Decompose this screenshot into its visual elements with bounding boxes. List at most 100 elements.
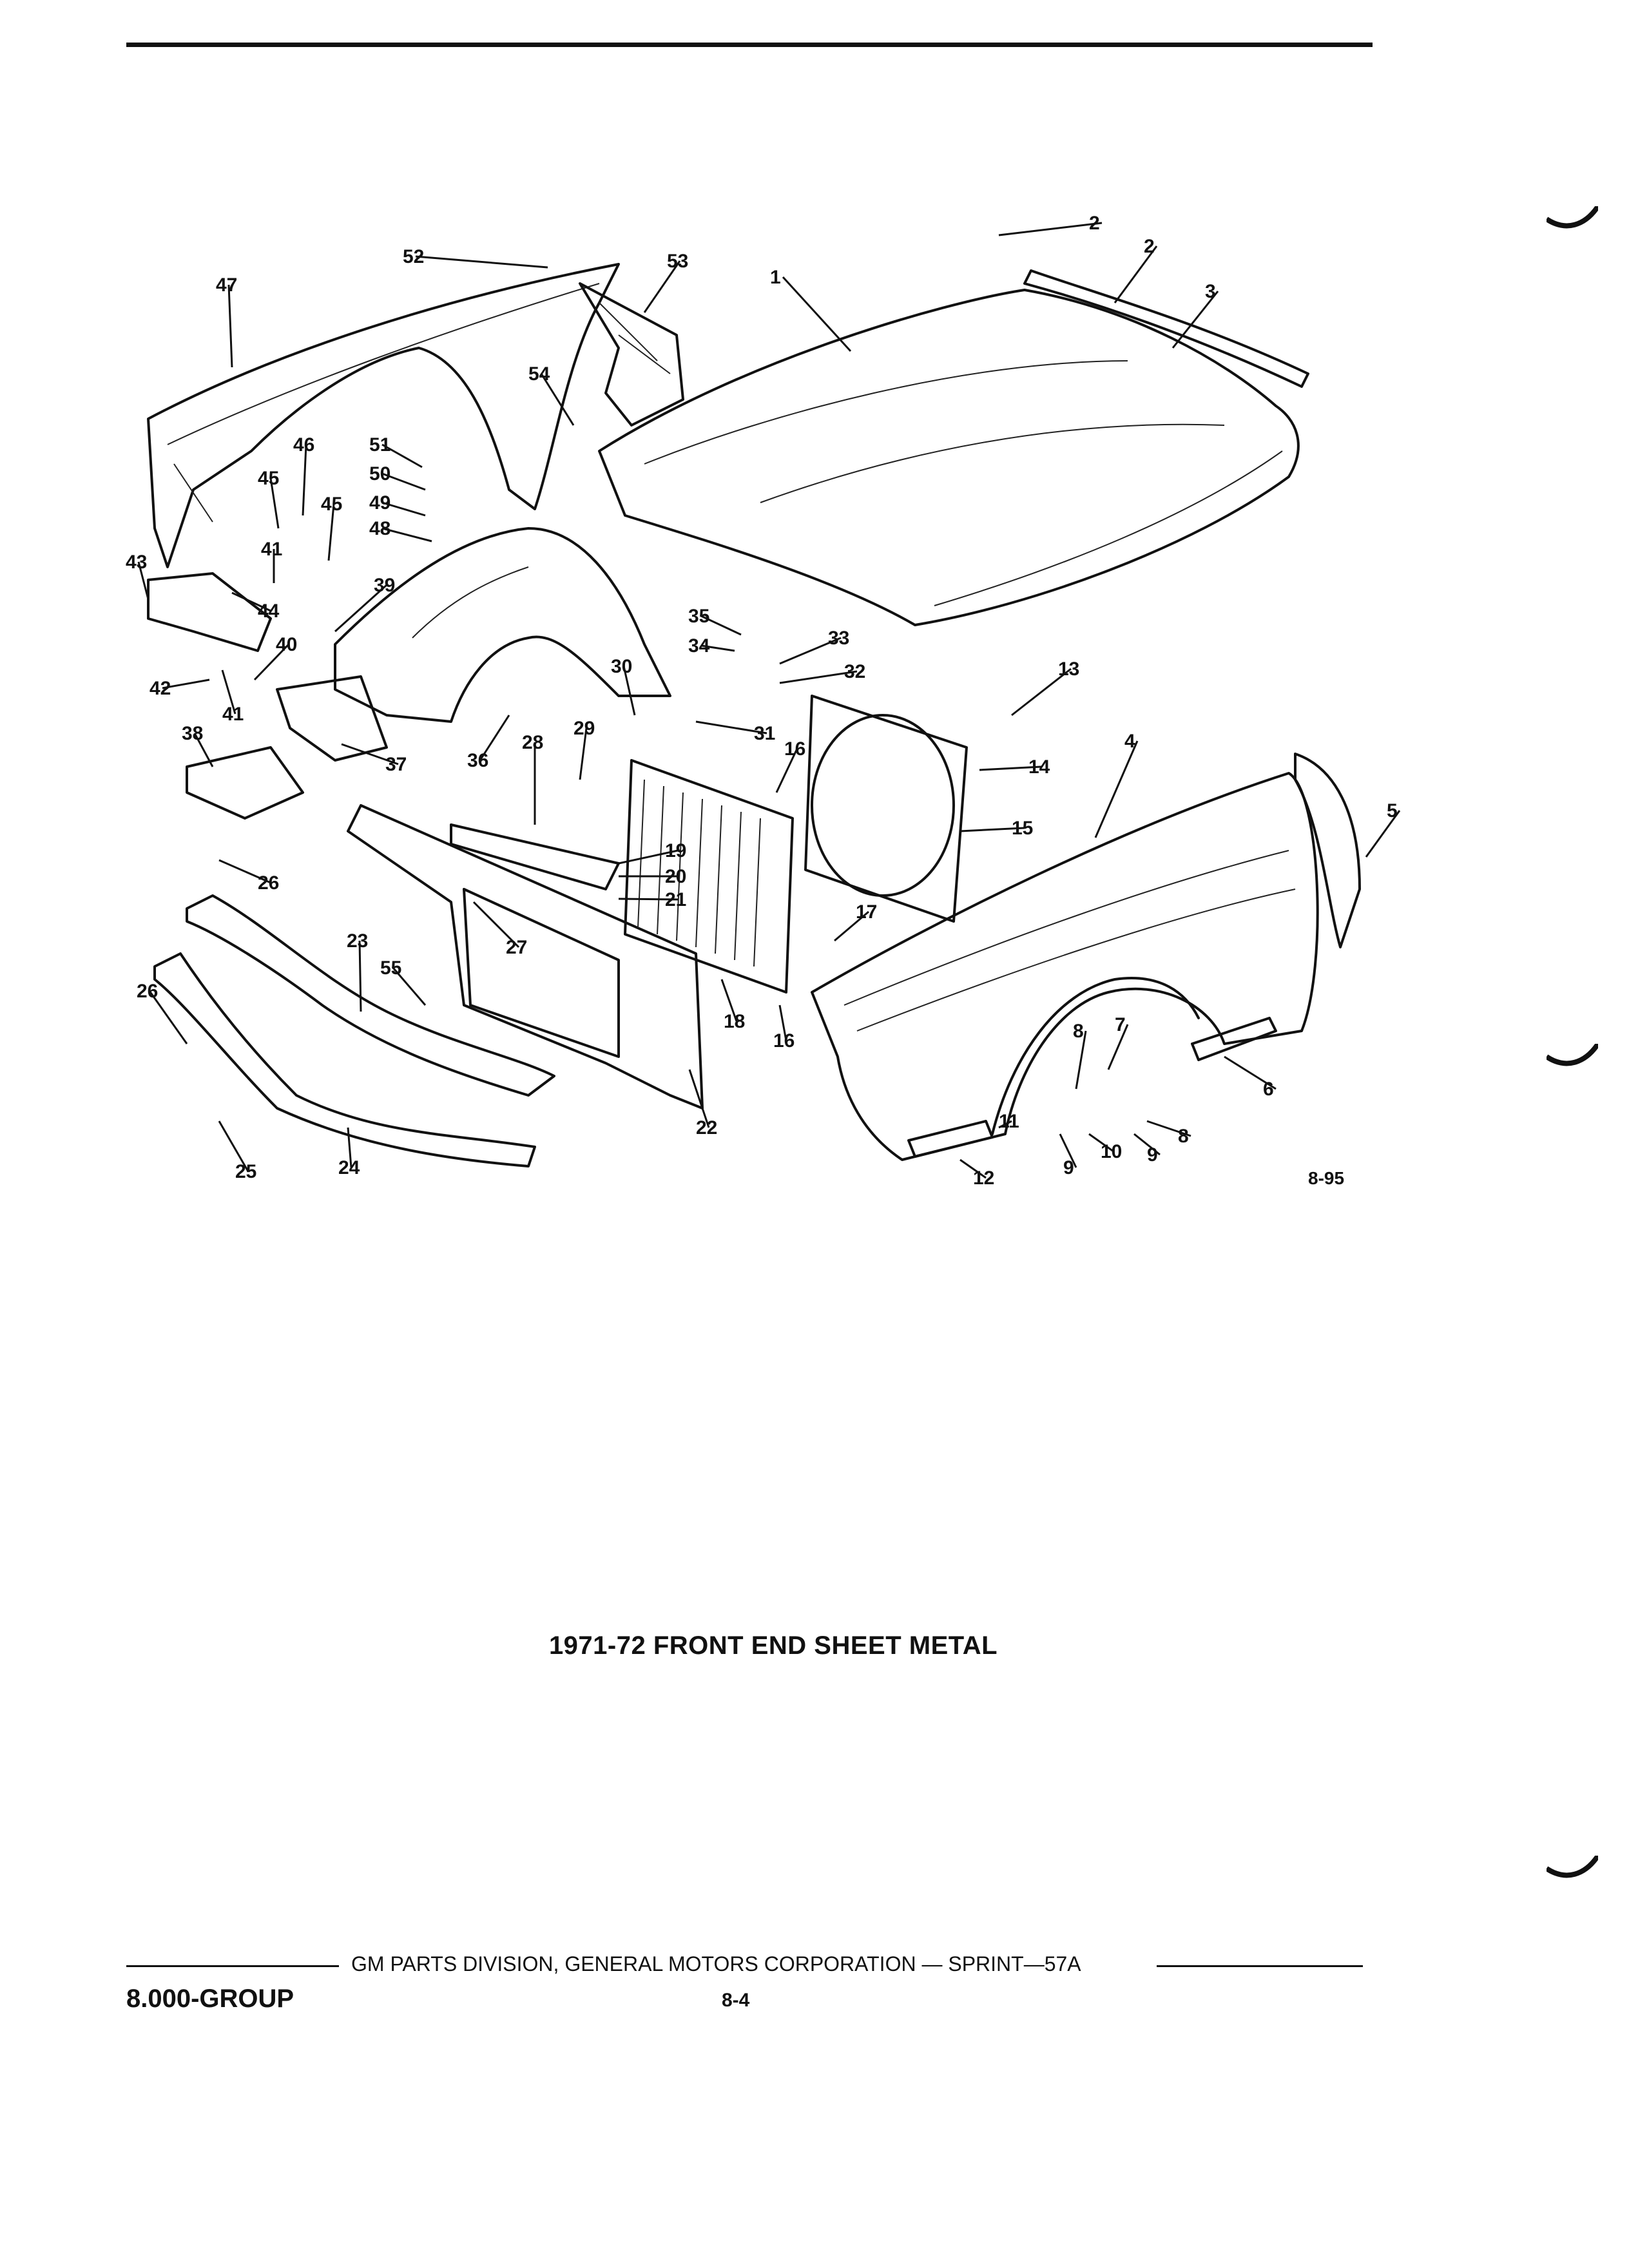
callout-45: 45 [321, 494, 342, 515]
callout-25: 25 [235, 1161, 256, 1182]
bracket-43 [147, 572, 272, 652]
callout-leader-47 [227, 284, 233, 368]
callout-6: 6 [1263, 1079, 1274, 1100]
callout-9: 9 [1147, 1144, 1158, 1166]
callout-26: 26 [137, 981, 158, 1002]
figure-id: 8-95 [1308, 1168, 1344, 1188]
radiator-support [347, 804, 704, 1110]
hood-seal-strip [1023, 269, 1309, 388]
footer-rule-left [126, 1965, 339, 1967]
margin-mark-bottom [1547, 1856, 1598, 1878]
callout-leader-49 [381, 501, 426, 517]
callout-leader-8 [1146, 1120, 1191, 1137]
callout-leader-26 [218, 859, 271, 884]
callout-37: 37 [385, 754, 407, 775]
rocker-molding [1191, 1017, 1277, 1061]
callout-leader-41 [221, 669, 236, 715]
callout-49: 49 [369, 492, 390, 514]
callout-leader-45 [269, 477, 280, 529]
callout-45: 45 [258, 468, 279, 489]
hood-panel [598, 289, 1300, 626]
callout-leader-3 [1171, 291, 1219, 349]
callout-39: 39 [374, 575, 395, 596]
right-fender [811, 772, 1319, 1161]
fender-rear-seal [1294, 753, 1361, 948]
callout-36: 36 [467, 750, 488, 771]
callout-17: 17 [856, 901, 877, 923]
callout-48: 48 [369, 518, 390, 539]
callout-leader-24 [347, 1127, 352, 1168]
callout-leader-29 [579, 727, 588, 780]
top-rule [126, 43, 1373, 47]
callout-2: 2 [1144, 236, 1155, 257]
callout-52: 52 [403, 246, 424, 267]
inner-fender-skirt [334, 527, 671, 723]
callout-23: 23 [347, 930, 368, 952]
callout-leader-2 [1113, 245, 1158, 303]
callout-1: 1 [770, 267, 781, 288]
callout-leader-37 [341, 743, 399, 765]
callout-leader-55 [392, 967, 427, 1006]
left-fender [147, 263, 620, 568]
callout-leader-35 [700, 615, 742, 636]
splash-shield-37 [276, 675, 388, 762]
callout-50: 50 [369, 463, 390, 485]
callout-leader-14 [979, 765, 1042, 771]
callout-44: 44 [258, 601, 280, 622]
figure-caption: 1971-72 FRONT END SHEET METAL [548, 1631, 998, 1660]
callout-labels: 1223456788991011121314151616171819202122… [126, 213, 1401, 1189]
callout-28: 28 [522, 732, 543, 753]
callout-20: 20 [665, 866, 686, 887]
callout-leader-2 [998, 222, 1103, 236]
callout-leader-32 [779, 670, 858, 684]
callout-leader-9 [1059, 1133, 1077, 1168]
callout-leader-45 [327, 503, 335, 561]
callout-leader-15 [959, 827, 1025, 832]
group-label: 8.000-GROUP [126, 1984, 294, 2013]
callout-5: 5 [1387, 800, 1398, 822]
footer-rule-right [1157, 1965, 1363, 1967]
callout-54: 54 [528, 363, 550, 385]
callout-18: 18 [724, 1011, 745, 1032]
callout-leader-40 [253, 643, 290, 681]
callout-leader-52 [415, 255, 548, 269]
splash-shield-38 [186, 746, 304, 820]
callout-31: 31 [754, 723, 775, 744]
callout-leader-31 [695, 720, 767, 735]
callout-7: 7 [1115, 1014, 1126, 1035]
callout-leader-5 [1365, 810, 1401, 858]
wheel-opening-molding [991, 977, 1200, 1135]
callout-leader-36 [479, 715, 510, 761]
footer-credit: GM PARTS DIVISION, GENERAL MOTORS CORPOR… [351, 1952, 1081, 1975]
callout-46: 46 [293, 434, 314, 456]
callout-leader-16 [775, 748, 798, 793]
callout-27: 27 [506, 937, 527, 958]
callout-leader-48 [381, 527, 432, 543]
callout-30: 30 [611, 656, 632, 677]
callout-leader-34 [700, 644, 735, 652]
callout-2: 2 [1089, 213, 1100, 234]
page-number: 8-4 [722, 1990, 750, 2011]
callout-8: 8 [1073, 1021, 1084, 1042]
callout-55: 55 [380, 957, 401, 979]
callout-leader-44 [231, 591, 271, 612]
callout-16: 16 [784, 738, 805, 760]
callout-leader-17 [834, 910, 869, 942]
callout-53: 53 [667, 251, 688, 272]
callout-leader-1 [782, 276, 852, 352]
hood-hinge [579, 282, 684, 427]
callout-33: 33 [828, 628, 849, 649]
callout-24: 24 [338, 1157, 360, 1178]
callout-15: 15 [1012, 818, 1033, 839]
callout-leader-4 [1094, 740, 1139, 838]
callout-leader-51 [381, 443, 423, 468]
callout-leader-13 [1011, 668, 1072, 716]
callout-47: 47 [216, 274, 237, 296]
callout-11: 11 [999, 1111, 1019, 1132]
callout-43: 43 [126, 552, 147, 573]
callout-32: 32 [844, 661, 865, 682]
callout-leader-38 [193, 733, 214, 767]
callout-10: 10 [1101, 1141, 1122, 1162]
callout-13: 13 [1058, 658, 1079, 680]
